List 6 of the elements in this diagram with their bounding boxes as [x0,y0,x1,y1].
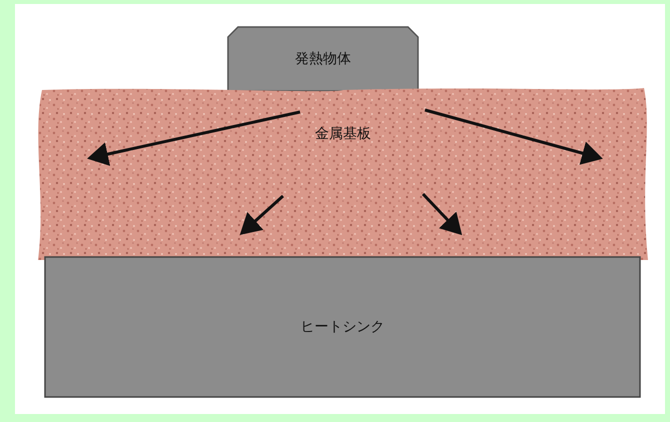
heat-sink-block [45,257,640,397]
heat-source-block [228,27,418,91]
layer-label: ヒートシンク [300,318,384,336]
layer-label: 金属基板 [315,125,371,143]
metal-substrate-layer [38,88,648,260]
layer-label: 発熱物体 [295,50,351,68]
